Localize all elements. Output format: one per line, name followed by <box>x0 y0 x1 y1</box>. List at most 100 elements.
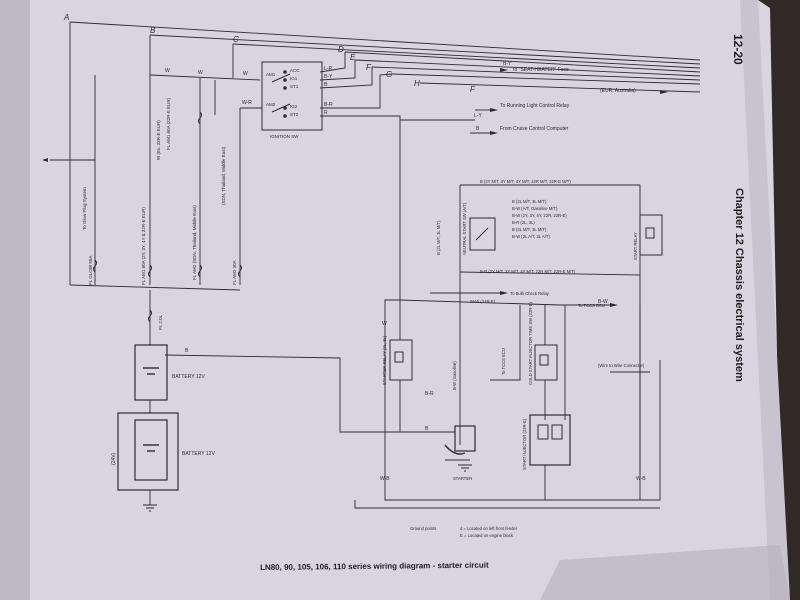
fl-am1b-label: FL AM1 60A (22R-E EUR) <box>166 97 171 150</box>
br-2y-label: B-R (2Y M/T, 3Y M/T, 4Y M/T, 22R M/T, 22… <box>480 269 576 274</box>
tcc-ecu-label: To TCCS ECU <box>578 303 605 308</box>
opt-6: B-W (2L A/T, 3L A/T) <box>512 234 550 239</box>
page-edge-shadow <box>740 0 790 600</box>
ground-d: d = Located on left front fender <box>460 526 518 531</box>
start-relay-box <box>639 214 663 256</box>
lower-shadow <box>540 545 790 600</box>
fl-am1-label: FL AM1 80A (2Y, 3Y, 4Y & 22R-E EUR) <box>141 207 146 285</box>
sdn-label: (SDN, Thailand, Middle East) <box>221 146 226 205</box>
battery-b-to-starter <box>164 354 455 433</box>
ground-title: Ground points <box>410 526 436 531</box>
acc-label: ACC <box>290 68 300 73</box>
tcc-ecu-label-2: To TCCS ECU <box>501 348 506 375</box>
main-loop <box>384 299 661 501</box>
wire-wb: W-B <box>380 476 390 482</box>
page-number: 12-20 <box>731 34 745 65</box>
center-labels: B (2Y M/T, 3Y M/T, 4Y M/T, 22R M/T, 22R-… <box>382 179 645 481</box>
bus-letter-f: F <box>366 63 372 72</box>
bus-letter-e: E <box>350 53 356 62</box>
eur-australia-label: (EUR, Australia) <box>600 88 636 94</box>
wires <box>50 21 701 509</box>
seat-heater-label: To "SEAT-HEATER" Fuse <box>512 67 569 73</box>
w-22re-wire <box>399 299 561 306</box>
wire-by-2: B-Y <box>503 61 512 67</box>
starter-relay-label: STARTER RELAY (2L, 3L) <box>382 335 387 385</box>
battery-2-box <box>134 419 168 481</box>
left-labels: To Glow Plug System FL GLOW 80A FL AM1 8… <box>82 97 237 330</box>
starter-relay-bottom <box>399 380 430 433</box>
cold-start-switch-box <box>534 344 558 381</box>
wire-connector-label: (Wire to Wire Connector) <box>598 363 645 368</box>
bulb-check-label: To Bulb Check Relay <box>510 291 550 296</box>
ground-e: E = Located on engine block <box>460 533 514 538</box>
bus-letter-d: D <box>338 45 344 54</box>
wire-b-4: B <box>185 348 189 354</box>
ignition-switch-name: IGNITION SW <box>270 134 299 139</box>
wire-w-3: W <box>243 71 248 77</box>
wire-wr: W-R <box>242 100 252 106</box>
ground-notes: Ground points d = Located on left front … <box>410 526 518 538</box>
wire-bw: B-W <box>598 299 608 305</box>
fl-am2b-label: FL AM2 30A <box>232 260 237 285</box>
starter-relay-box <box>389 339 413 381</box>
am2-label: AM2 <box>266 102 276 107</box>
ig2-label: IG2 <box>290 104 298 109</box>
chapter-title: Chapter 12 Chassis electrical system <box>733 188 745 382</box>
fl20-label: FL 2.0L <box>158 314 163 330</box>
bus-b-wire <box>149 34 701 65</box>
wire-r: R <box>324 110 328 116</box>
bus-h-wire <box>419 82 701 93</box>
wire-br: B-R <box>324 102 333 108</box>
cold-start-label: COLD START INJECTOR TIME SW (22R-E) <box>528 301 533 385</box>
starter-label: STARTER <box>453 476 472 481</box>
ig1-label: IG1 <box>290 76 298 81</box>
b-2y-label: B (2Y M/T, 3Y M/T, 4Y M/T, 22R M/T, 22R-… <box>480 179 571 184</box>
gasoline-label: B-W (Gasoline) <box>452 361 457 390</box>
am1-label: AM1 <box>266 72 276 77</box>
wire-b: B <box>324 82 328 88</box>
ground-bus <box>354 500 660 509</box>
starter-pinion <box>444 444 466 455</box>
wire-w-4: W <box>382 321 387 327</box>
bus-f-wire <box>371 66 701 81</box>
bus-letter-h: H <box>414 79 420 88</box>
opt-2: B-W (A/T, Gasoline M/T) <box>512 206 558 211</box>
st2-label: ST2 <box>290 112 299 117</box>
battery-1-label: BATTERY 12V <box>172 374 205 380</box>
neutral-start-switch-box <box>469 217 496 251</box>
glow-plug-label: To Glow Plug System <box>82 187 87 230</box>
br-bottom-wire <box>459 271 641 276</box>
bus-e-wire <box>354 59 701 77</box>
battery-labels: BATTERY 12V BATTERY 12V (24V) <box>111 374 215 465</box>
ig1-lead <box>319 60 356 81</box>
bus-d-wire <box>344 51 701 73</box>
fl-am2-label: FL AM2 (SDN, Thailand, Middle East) <box>192 205 197 280</box>
wire-br-2: B-R <box>425 391 434 397</box>
w-22re-label: W-W (22R-E) <box>470 299 496 304</box>
wire-color-labels: W W W W-R L-R B-Y B B-R R B-Y L-Y B W B-… <box>165 61 646 482</box>
acc-lead <box>319 52 346 73</box>
start-injector-label: START INJECTOR (22R-E) <box>522 418 527 470</box>
bus-a-wire <box>69 21 701 61</box>
opt-1: B (2L M/T, 3L M/T) <box>512 199 547 204</box>
top-right-labels: To "SEAT-HEATER" Fuse (EUR, Australia) T… <box>500 67 636 132</box>
fusible-link-bus <box>69 284 241 291</box>
start-relay-label: START RELAY <box>633 232 638 260</box>
arrow-heads <box>42 68 668 307</box>
bus-c-wire <box>232 43 701 69</box>
bus-letter-labels: A B C D E F G H F <box>63 13 476 94</box>
neutral-start-label: NEUTRAL START SW (A/T) <box>462 202 467 255</box>
b-2l-label: B (2L M/T, 3L M/T) <box>436 220 441 255</box>
battery-24v-frame <box>117 412 179 491</box>
wire-wb-2: W-B <box>636 476 646 482</box>
bus-g-wire <box>391 73 701 85</box>
st1-lead <box>319 67 373 89</box>
wire-w-2: W <box>198 70 203 76</box>
w-to-am1 <box>149 74 261 81</box>
ignition-switch-box <box>261 61 323 131</box>
battery-ground-symbol <box>143 504 157 512</box>
tcc-ecu-lead <box>490 305 521 381</box>
wire-ly: L-Y <box>474 113 482 119</box>
battery-1-box <box>134 344 168 401</box>
